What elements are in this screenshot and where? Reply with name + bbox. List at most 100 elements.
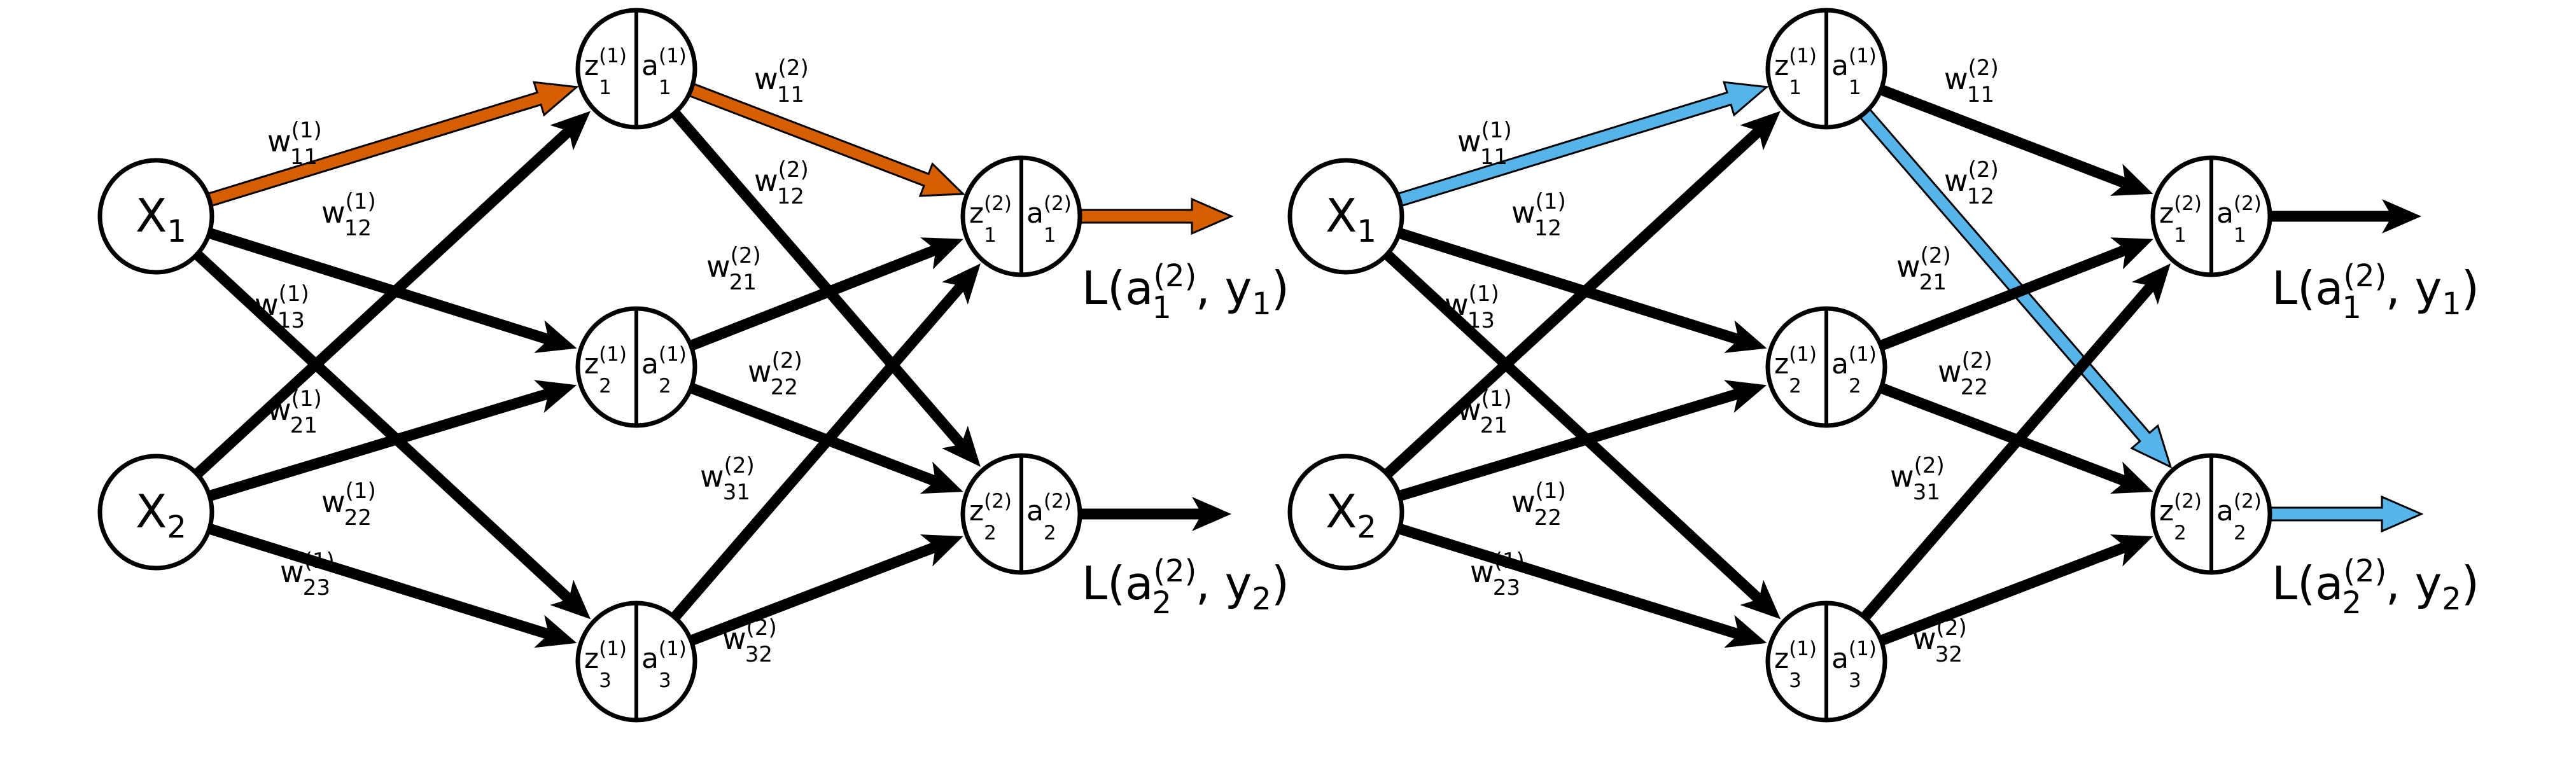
outputs-a-label: a(2)2 [1026, 490, 1072, 545]
edge-o2-out-highlighted [2269, 495, 2424, 533]
outputs-a-label: a(2)2 [2216, 490, 2262, 545]
outputs-node-o2: z(2)2 a(2)2 [960, 453, 1082, 575]
weight-label-w31_2: w(2)31 [700, 453, 755, 505]
edge-o1-out-highlighted [1079, 197, 1234, 235]
edge-h1-o2-shaft [670, 109, 970, 453]
edge-h3-o2-head [920, 534, 963, 567]
outputs-node-o2: z(2)2 a(2)2 [2150, 453, 2272, 575]
edge-h2-o1-head [2110, 237, 2153, 270]
edge-h2-o2-head [2110, 461, 2153, 494]
outputs-z-label: z(2)2 [969, 490, 1012, 545]
hidden-a-label: a(1)3 [1831, 637, 1877, 692]
weight-label-w22_1: w(1)22 [1511, 478, 1566, 531]
edge-h1-o2-head [941, 426, 981, 467]
weight-label-w12_1: w(1)12 [321, 189, 376, 241]
input-label-x1: X1 [1326, 189, 1376, 249]
weight-label-w11_1: w(1)11 [267, 118, 322, 170]
edge-h3-o2-shaft [1879, 539, 2133, 646]
edge-h3-o1-shaft [670, 277, 970, 621]
weight-label-w12_2: w(2)12 [1944, 157, 1999, 209]
weight-label-w13_1: w(1)13 [1445, 281, 1499, 333]
edge-h1-o1-shaft [1879, 85, 2133, 191]
input-node-x1 [1287, 158, 1404, 275]
hidden-node-h2: z(1)2 a(1)2 [575, 306, 697, 428]
hidden-z-label: z(1)1 [584, 45, 627, 99]
edge-x1-h3-head [1740, 580, 1781, 620]
loss-label-l2: L(a(2)2, y2) [1082, 553, 1289, 621]
edge-h3-o1-head [941, 263, 981, 305]
outputs-node-o1: z(2)1 a(2)1 [960, 155, 1082, 277]
edge-x1-h2-shaft [1397, 228, 1746, 347]
edge-o1-out-head [2382, 199, 2421, 233]
weight-label-w13_1: w(1)13 [255, 281, 309, 333]
edge-x1-h2-head [1724, 320, 1767, 353]
edge-x2-h2-shaft [1397, 386, 1746, 501]
loss-label-l1: L(a(2)1, y1) [1082, 258, 1289, 326]
hidden-node-h1: z(1)1a(1)1 [1765, 8, 1887, 130]
weight-label-w23_1: w(1)23 [1470, 548, 1525, 601]
input-node-x2 [97, 454, 214, 571]
hidden-a-label: a(1)2 [1831, 343, 1877, 398]
edge-x1-h2-shaft [207, 228, 556, 347]
hidden-z-label: z(1)3 [1774, 637, 1817, 692]
edge-x1-h2-head [534, 320, 577, 353]
edge-h1-o1-highlighted [687, 82, 966, 197]
edge-h2-o1-shaft [689, 242, 944, 351]
weight-label-w21_2: w(2)21 [1896, 243, 1951, 295]
outputs-z-label: z(2)1 [969, 192, 1012, 247]
input-node-x2 [1287, 454, 1404, 571]
weight-label-w32_2: w(2)32 [1912, 615, 1967, 667]
outputs-a-label: a(2)1 [1026, 192, 1072, 247]
edge-x2-h2-head [1724, 380, 1767, 413]
hidden-z-label: z(1)3 [584, 637, 627, 692]
outputs-z-label: z(2)1 [2159, 192, 2202, 247]
edge-h2-o2-shaft [1879, 382, 2133, 489]
edge-h2-o1-shaft [1879, 242, 2134, 351]
weight-label-w21_2: w(2)21 [706, 243, 761, 295]
input-label-x1: X1 [136, 189, 186, 249]
weight-label-w11_2: w(2)11 [754, 55, 809, 108]
edge-h2-o2-shaft [689, 382, 943, 489]
edge-x2-h2-head [534, 380, 577, 413]
edge-h3-o2-shaft [689, 539, 943, 646]
edge-o2-out-head [1192, 497, 1231, 531]
edge-h2-o1-head [920, 237, 963, 270]
edge-x1-h3-shaft [193, 250, 577, 608]
weight-label-w12_2: w(2)12 [754, 157, 809, 209]
input-label-x2: X2 [136, 485, 186, 545]
hidden-a-label: a(1)3 [641, 637, 687, 692]
hidden-a-label: a(1)1 [641, 45, 687, 99]
weight-label-w21_1: w(1)21 [1457, 386, 1512, 438]
hidden-z-label: z(1)2 [1774, 343, 1817, 398]
edge-h2-o2-head [920, 461, 963, 494]
weight-label-w11_1: w(1)11 [1457, 118, 1512, 170]
weight-label-w12_1: w(1)12 [1511, 189, 1566, 241]
edge-x2-h1-shaft [1383, 123, 1767, 478]
hidden-node-h2: z(1)2 a(1)2 [1765, 306, 1887, 428]
hidden-node-h3: z(1)3 a(1)3 [575, 601, 697, 723]
hidden-z-label: z(1)2 [584, 343, 627, 398]
hidden-node-h3: z(1)3 a(1)3 [1765, 601, 1887, 723]
weight-label-w22_2: w(2)22 [1938, 348, 1992, 400]
outputs-node-o1: z(2)1 a(2)1 [2150, 155, 2272, 277]
weight-label-w32_2: w(2)32 [722, 615, 777, 667]
edge-x2-h3-head [534, 615, 577, 648]
edge-x2-h3-head [1724, 615, 1767, 648]
edge-x2-h1-shaft [193, 123, 577, 478]
outputs-a-label: a(2)1 [2216, 192, 2262, 247]
edge-x2-h3-shaft [207, 524, 556, 641]
edge-x1-h1-highlighted [206, 81, 579, 207]
loss-label-l2: L(a(2)2, y2) [2272, 553, 2479, 621]
edge-h3-o1-head [2131, 263, 2171, 305]
hidden-a-label: a(1)2 [641, 343, 687, 398]
edge-h3-o1-shaft [1860, 277, 2160, 621]
edge-x2-h1-head [550, 111, 591, 151]
input-label-x2: X2 [1326, 485, 1376, 545]
weight-label-w22_1: w(1)22 [321, 478, 376, 531]
weight-label-w21_1: w(1)21 [267, 386, 322, 438]
weight-label-w22_2: w(2)22 [748, 348, 802, 400]
outputs-z-label: z(2)2 [2159, 490, 2202, 545]
